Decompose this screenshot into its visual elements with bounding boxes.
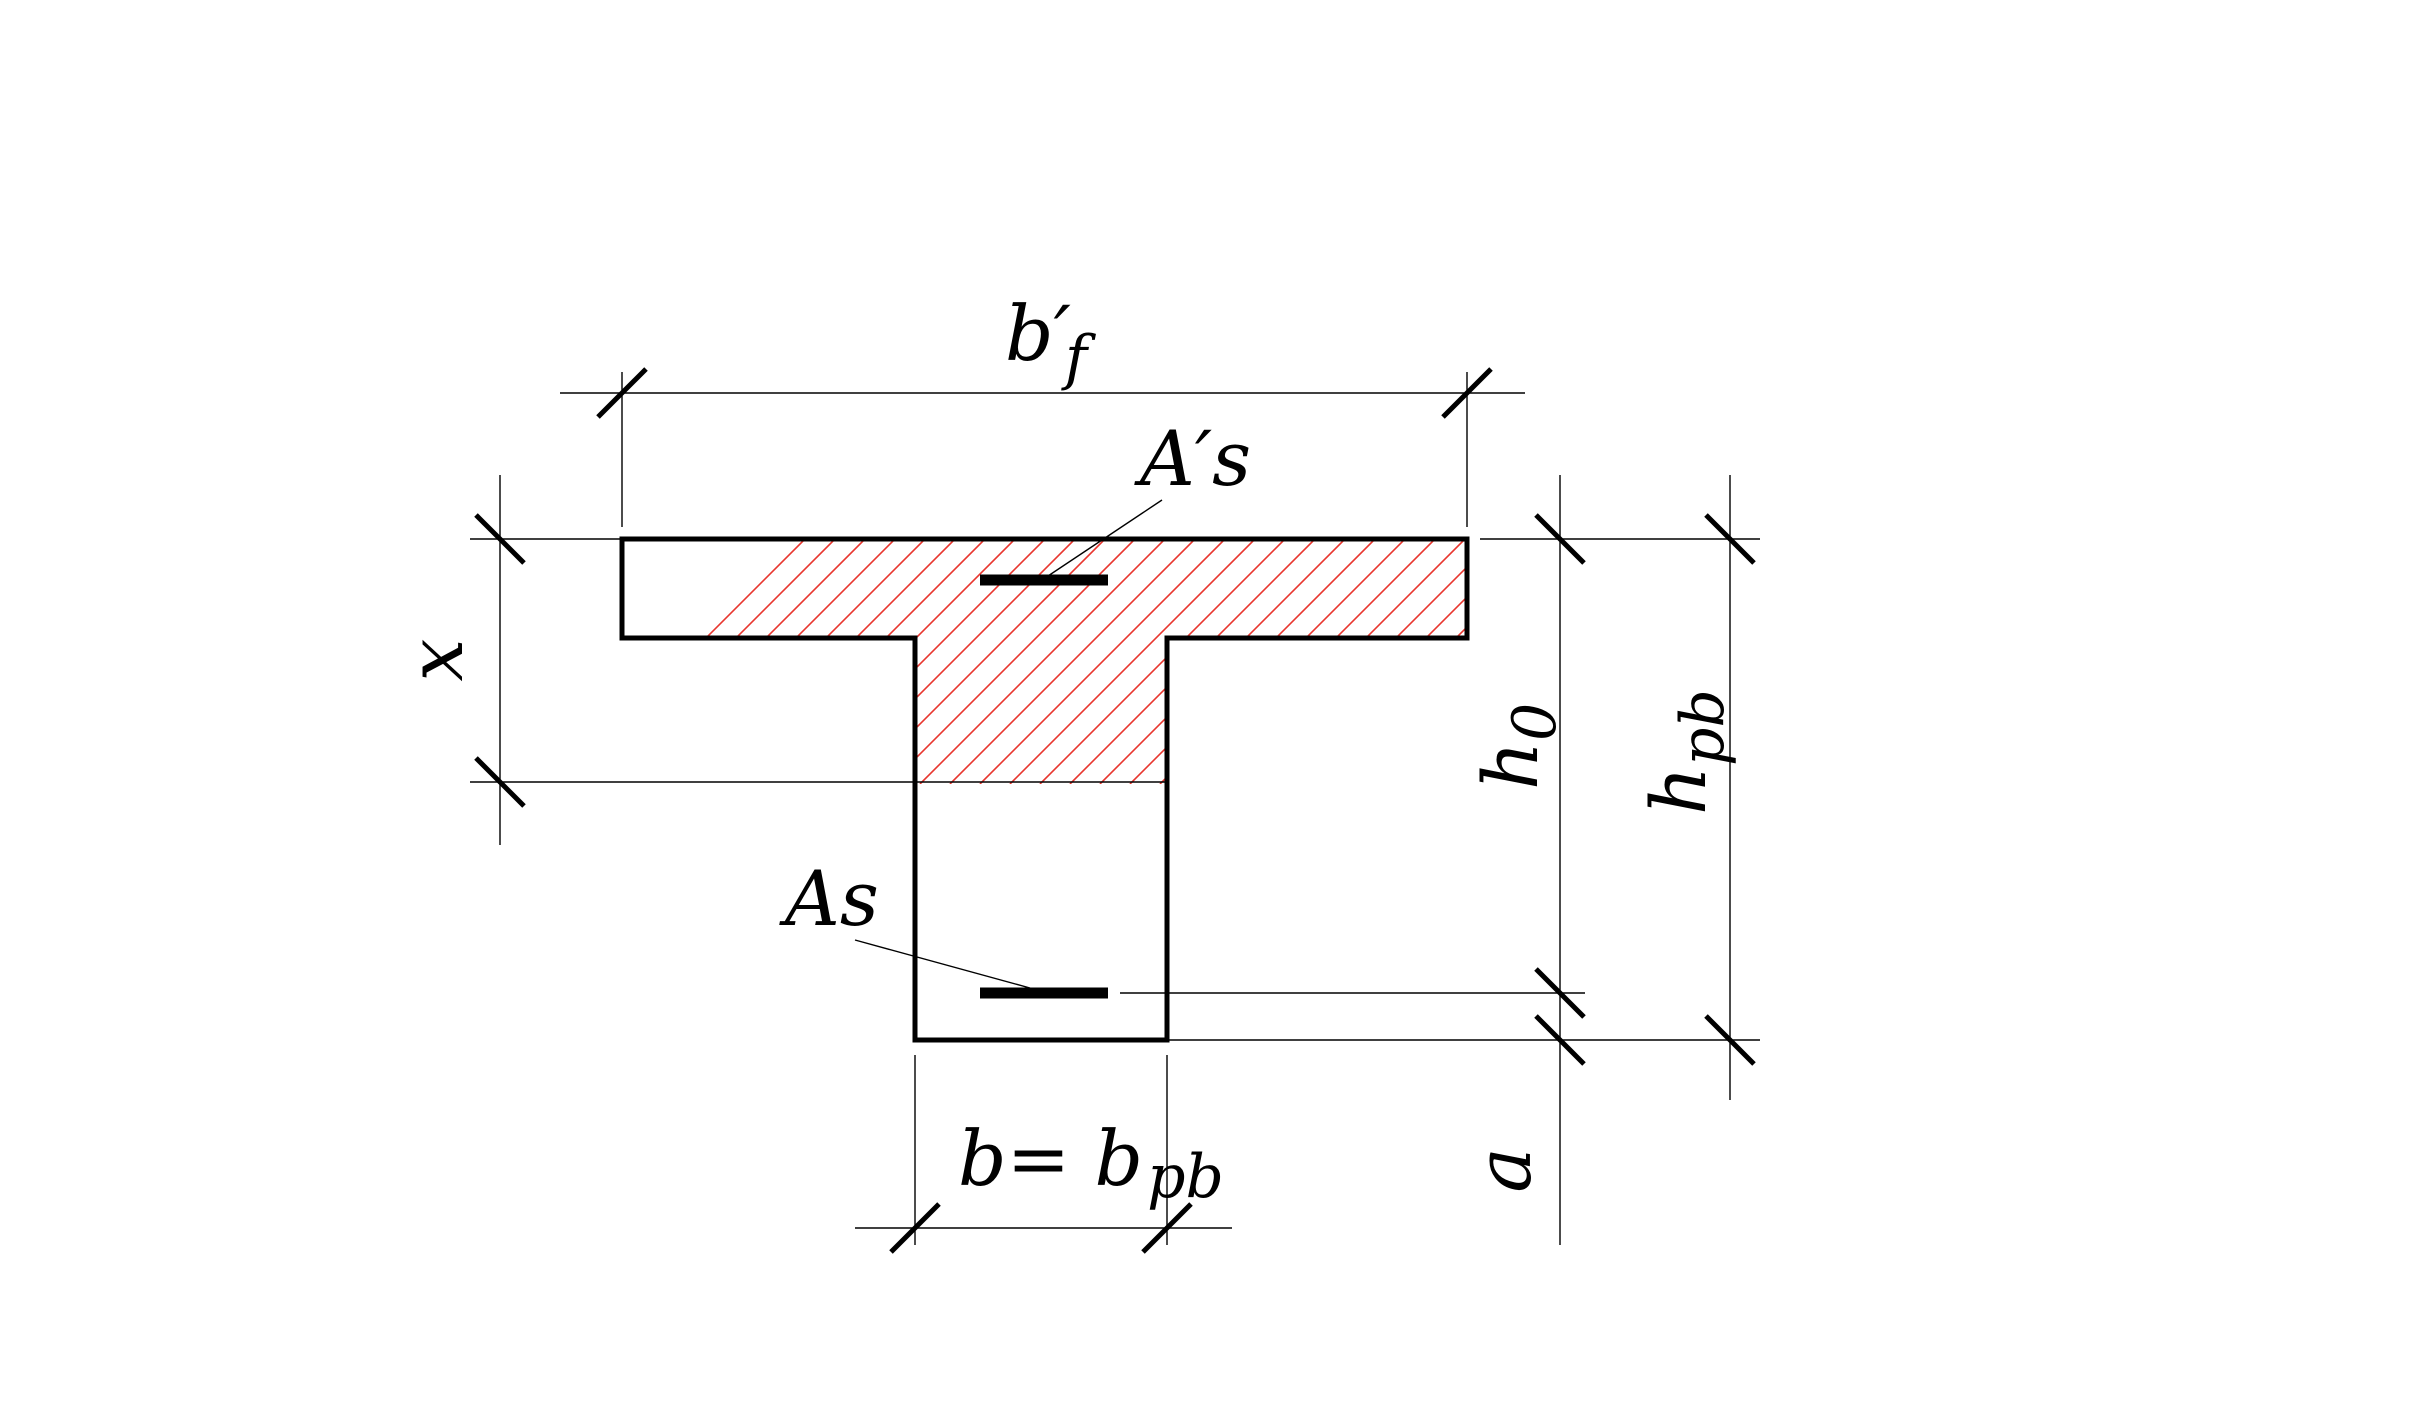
tick-b-right <box>1141 1202 1193 1254</box>
hatch-line <box>1189 539 1436 784</box>
hatch-line <box>1009 539 1256 784</box>
hatch-line <box>919 539 1166 784</box>
hatch-line <box>769 539 1016 784</box>
hatch-line <box>979 539 1226 784</box>
hatch-line <box>1219 539 1466 784</box>
hatch-line <box>1099 539 1346 784</box>
hatch-line <box>1249 539 1467 784</box>
label-b-bpb: b= bpb <box>958 1114 1224 1212</box>
label-hpb: hpb <box>1634 689 1738 815</box>
label-a: a <box>1459 1147 1548 1192</box>
hatch-line <box>622 539 836 784</box>
tick-b-left <box>889 1202 941 1254</box>
hatch-line <box>949 539 1196 784</box>
tick-a-bottom <box>1534 1014 1586 1066</box>
tick-x-top <box>474 513 526 565</box>
tick-x-bottom <box>474 756 526 808</box>
hatch-line <box>679 539 926 784</box>
tick-bf-left <box>596 367 648 419</box>
label-h0: h0 <box>1466 703 1570 790</box>
hatch-line <box>649 539 896 784</box>
tick-bf-right <box>1441 367 1493 419</box>
label-as-top: A′s <box>1134 414 1251 503</box>
label-as-bottom: As <box>779 854 879 943</box>
hatch-line <box>622 539 806 784</box>
hatch-line <box>622 539 866 784</box>
compression-zone-hatch <box>622 539 1467 784</box>
hatch-line <box>1039 539 1286 784</box>
hatch-line <box>1159 539 1406 784</box>
tick-h0-bottom <box>1534 967 1586 1019</box>
tick-h0-top <box>1534 513 1586 565</box>
t-beam-outline <box>619 536 1470 1043</box>
label-bf: b′f <box>1005 289 1097 393</box>
label-x: x <box>391 639 480 682</box>
tick-hpb-bottom <box>1704 1014 1756 1066</box>
dimension-ticks <box>474 367 1756 1254</box>
hatch-line <box>739 539 986 784</box>
tick-hpb-top <box>1704 513 1756 565</box>
hatch-line <box>709 539 956 784</box>
